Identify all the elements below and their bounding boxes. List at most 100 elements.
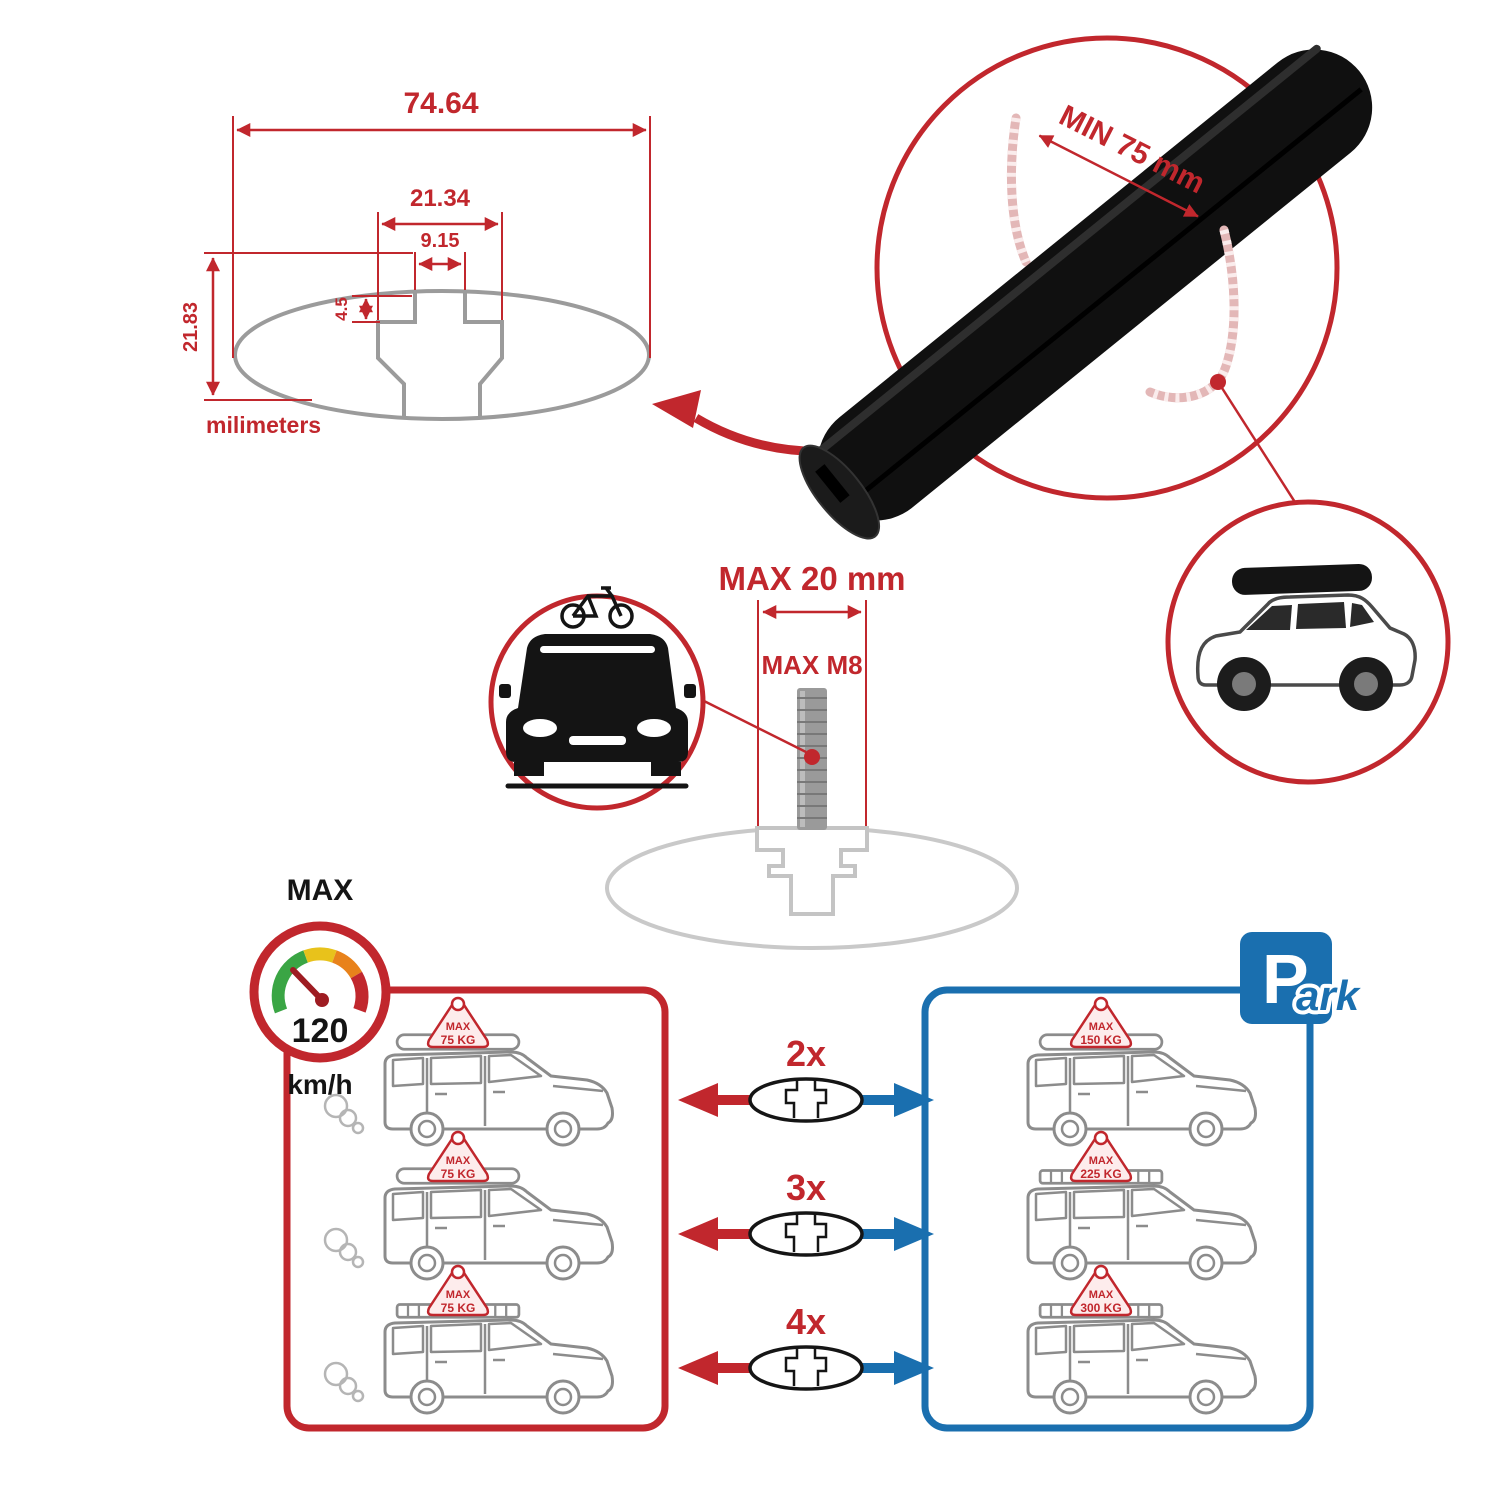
red-arrow-head [678,1083,718,1117]
crossbar-section-slot [784,1347,828,1386]
car-headlight-right [637,719,671,737]
tag-value: 75 KG [441,1301,476,1315]
load-tag-driving-3: MAX 75 KG [426,1264,490,1317]
dim-slot-depth: 4.5 [332,297,351,321]
load-tag-parking-1: MAX 150 KG [1069,996,1133,1049]
crossbar-section-icon [748,1211,864,1257]
roof-box [1231,563,1372,595]
bike-icon [560,586,634,629]
gauge-pivot [315,993,329,1007]
bar-count-row-3: 4x [678,1301,934,1391]
units-label: milimeters [206,412,321,438]
tag-label: MAX [1089,1021,1114,1033]
blue-arrow-shaft [860,1363,898,1373]
speed-limit-gauge: MAX 120 km/h [249,874,391,1100]
dimension-diagram: 74.64 21.34 9.15 4.5 21.83 milimeters [180,87,651,438]
exhaust-puffs-1 [323,1093,365,1135]
gauge-arc-red [350,971,369,1013]
connector-line [1220,387,1302,511]
car-headlight-left [523,719,557,737]
crossbar-profile-channel [376,292,504,419]
tag-ring [1093,1264,1109,1280]
blue-arrow-head [894,1351,934,1385]
car-wheel-right [651,762,681,776]
clamp-coil-left-texture [1006,117,1031,264]
speed-max-label: MAX [287,874,354,907]
tag-value: 150 KG [1080,1033,1121,1047]
red-arrow-shaft [714,1363,752,1373]
tag-label: MAX [1089,1155,1114,1167]
bar-count-label: 2x [786,1033,826,1074]
bolt-max-width-label: MAX 20 mm [718,560,905,597]
crossbar-section-slot [784,1213,828,1252]
speed-unit: km/h [287,1069,352,1100]
tag-ring [450,996,466,1012]
tag-value: 300 KG [1080,1301,1121,1315]
suv-hub-rear [1354,672,1378,696]
driving-cars [323,1033,614,1415]
parking-cars [1026,1033,1257,1415]
dim-slot-width: 9.15 [421,230,460,252]
crossbar-groove [854,87,1363,501]
tag-label: MAX [446,1289,471,1301]
park-sign-letter: P [1262,940,1309,1018]
park-sign-rest: ark [1296,972,1362,1019]
bar-count-row-1: 2x [678,1033,934,1123]
gauge-arc-green [271,950,309,1014]
bar-count-label: 3x [786,1167,826,1208]
bolt-threads [797,697,827,819]
crossbar-detail-circle: MIN 75 mm [798,35,1373,540]
red-arrow-head [678,1351,718,1385]
speed-value: 120 [292,1012,349,1050]
suv-window-front [1246,605,1292,630]
gauge-arc-orange [331,950,363,979]
bar-count-row-2: 3x [678,1167,934,1257]
dim-cavity-width: 21.34 [410,185,471,212]
bolt-leader-line [701,698,807,754]
crossbar-section-icon [748,1077,864,1123]
blue-arrow-shaft [860,1095,898,1105]
car-bike-circle [488,586,706,811]
car-mirror-left [499,684,511,698]
red-arrow-shaft [714,1095,752,1105]
load-tag-parking-2: MAX 225 KG [1069,1130,1133,1183]
bolt-diagram: MAX 20 mm MAX M8 [605,560,1019,950]
blue-arrow-shaft [860,1229,898,1239]
red-arrow-head [678,1217,718,1251]
park-sign-square [1240,932,1332,1024]
tag-label: MAX [446,1155,471,1167]
blue-arrow-head [894,1217,934,1251]
min-span-arrow [1038,134,1199,218]
crossbar-body [817,49,1373,521]
gauge-arc-yellow [303,947,337,963]
arrow-head [652,390,701,428]
park-sign: P ark [1240,932,1366,1024]
tag-label: MAX [1089,1289,1114,1301]
t-bolt-adapter [755,826,869,916]
clamp-point-dot [1210,374,1226,390]
exhaust-puffs-3 [323,1361,365,1403]
tag-ring [1093,1130,1109,1146]
tag-ring [1093,996,1109,1012]
suv-window-rear [1350,603,1374,627]
blue-arrow-head [894,1083,934,1117]
car-windshield-line [540,646,655,653]
dim-height: 21.83 [180,302,202,352]
load-tag-driving-1: MAX 75 KG [426,996,490,1049]
crossbar-section-slot [784,1079,828,1118]
gauge-circle [249,921,391,1063]
car-grill [569,736,626,745]
tag-value: 225 KG [1080,1167,1121,1181]
clamp-coil-right-texture [1148,228,1239,403]
tag-ring [450,1130,466,1146]
crossbar-section-icon [748,1345,864,1391]
red-arrow-shaft [714,1229,752,1239]
tag-ring [450,1264,466,1280]
crossbar-end-slot [815,464,850,503]
load-tag-parking-3: MAX 300 KG [1069,1264,1133,1317]
tag-label: MAX [446,1021,471,1033]
bolt-point-dot [804,749,820,765]
car-wheel-left [514,762,544,776]
